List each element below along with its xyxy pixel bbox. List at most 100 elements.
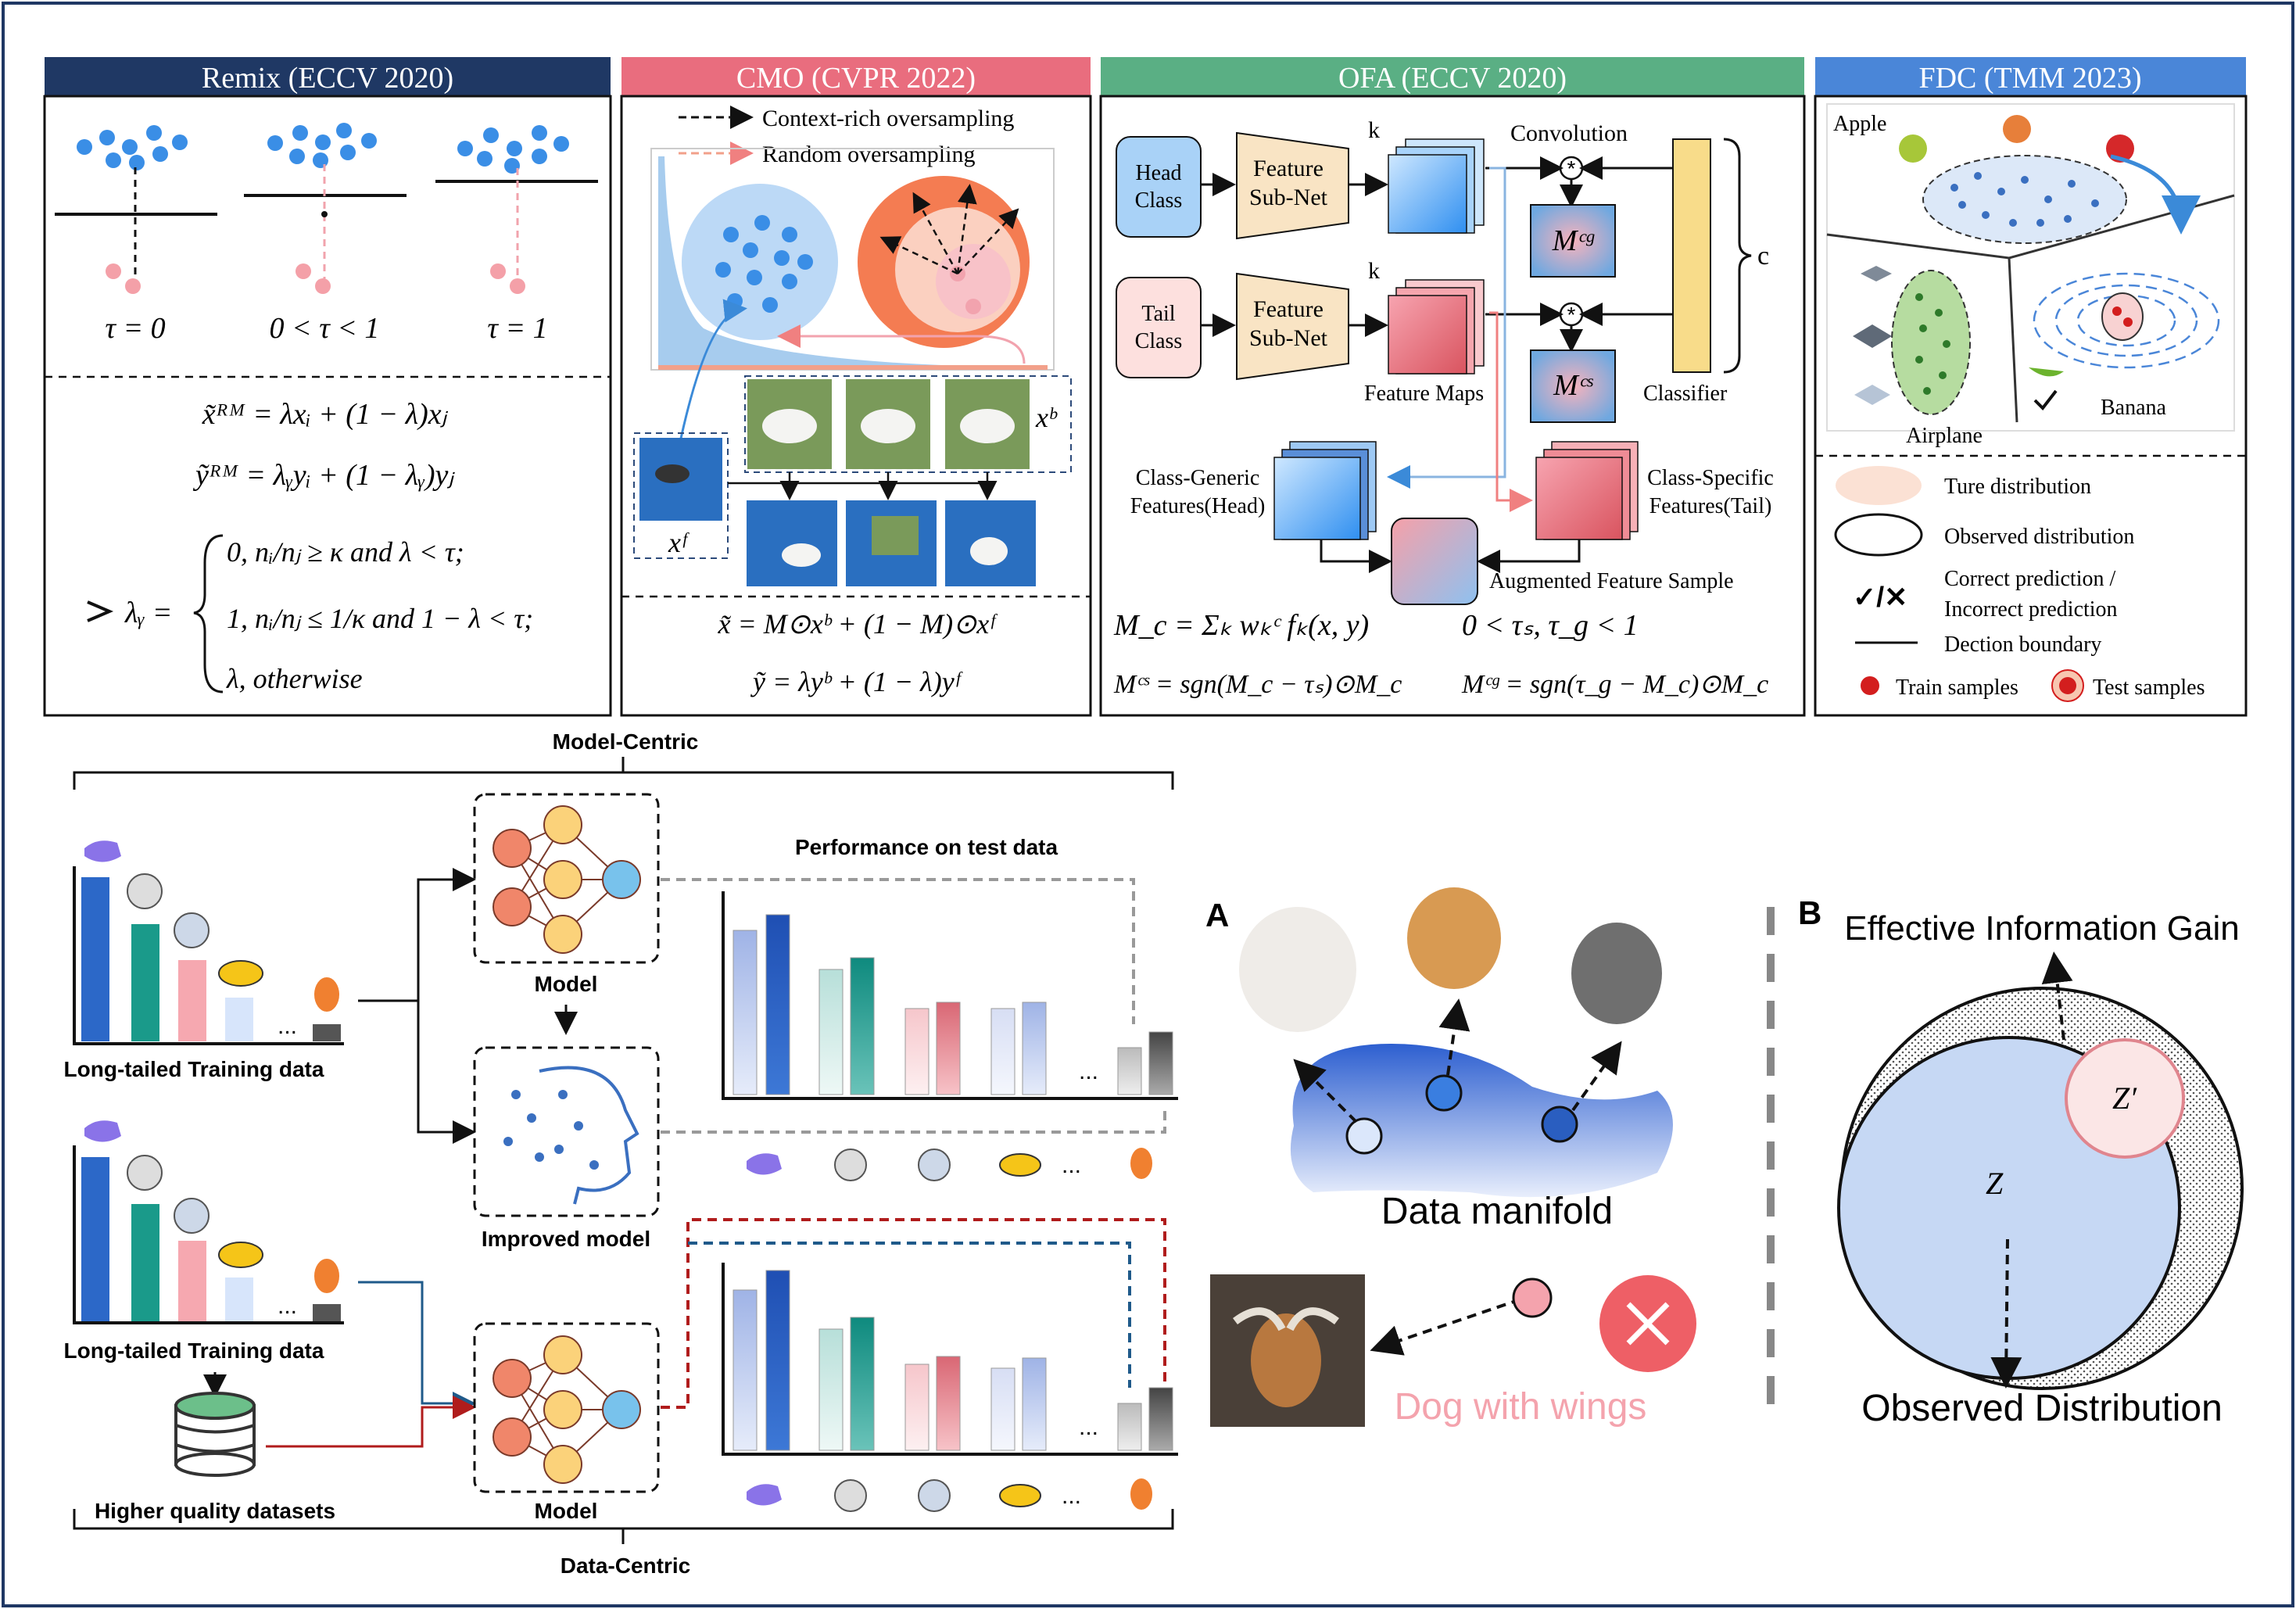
performance-bar xyxy=(904,1008,930,1095)
airplane-icon xyxy=(1854,385,1890,405)
icons-ellipsis-1: ... xyxy=(1062,1152,1081,1178)
performance-bar xyxy=(765,1270,790,1451)
class-specific-cube xyxy=(1535,441,1639,540)
performance-bar xyxy=(1148,1031,1173,1095)
samoyed-image xyxy=(1239,907,1356,1032)
banana-icon xyxy=(2029,367,2064,377)
cmo-panel: CMO (CVPR 2022) Context-rich oversamplin… xyxy=(620,57,1092,717)
performance-bar xyxy=(936,1356,961,1451)
ofa-header xyxy=(1101,57,1804,96)
ai-head-icon xyxy=(539,1066,639,1205)
cmo-title: CMO (CVPR 2022) xyxy=(736,62,976,95)
airplane-icon xyxy=(1853,324,1892,348)
legend-true-distribution: Ture distribution xyxy=(1944,475,2091,499)
bird-icon xyxy=(747,1153,782,1175)
test-sample-swatch xyxy=(2059,677,2076,694)
model-box-2 xyxy=(473,1322,660,1493)
z-label: Z xyxy=(1986,1166,2004,1201)
panel-a: A Data manifold Dog with wings xyxy=(1205,887,1696,1428)
xb-label: xᵇ xyxy=(1035,402,1058,433)
fish-icon xyxy=(218,960,263,987)
ofa-eq-mcg: Mᶜᵍ = sgn(τ_g − M_c)⊙M_c xyxy=(1461,670,1768,699)
performance-bar xyxy=(990,1008,1015,1095)
class-specific-label-1: Class-Specific xyxy=(1647,466,1774,490)
ofa-eq-tau: 0 < τₛ, τ_g < 1 xyxy=(1462,609,1639,642)
feature-subnet-head-1: Feature xyxy=(1253,156,1324,181)
performance-bar xyxy=(850,1317,875,1451)
performance-bar xyxy=(936,1002,961,1095)
longtail-distribution xyxy=(658,156,1048,367)
cat-icon xyxy=(918,1149,951,1181)
remix-eq-y: ỹᴿᴹ = λᵧyᵢ + (1 − λᵧ)yⱼ xyxy=(192,459,455,492)
cat-icon xyxy=(127,1155,163,1191)
head-feature-cube xyxy=(1388,138,1485,234)
class-generic-label-1: Class-Generic xyxy=(1136,466,1260,490)
mixed-image-row xyxy=(747,500,1036,586)
fish-icon xyxy=(999,1153,1041,1177)
tail-class-label-1: Tail xyxy=(1141,302,1175,326)
tail-class-label-2: Class xyxy=(1135,329,1183,353)
cat-icon xyxy=(127,873,163,909)
k-label-tail: k xyxy=(1368,258,1380,284)
improved-model-label: Improved model xyxy=(482,1227,650,1251)
panel-b: B Effective Information Gain Z Z′ Observ… xyxy=(1767,894,2244,1429)
model-data-centric-panel: Model-Centric Data-Centric ... Long-tail… xyxy=(64,729,1178,1578)
lambda-label: λᵧ = xyxy=(124,597,172,629)
cat-icon xyxy=(174,1198,210,1234)
parrot-icon xyxy=(1130,1148,1152,1179)
performance-bar xyxy=(1022,1357,1047,1451)
observed-distribution-swatch xyxy=(1834,513,1923,557)
panel-a-label: A xyxy=(1205,897,1229,934)
improved-model-box xyxy=(473,1046,660,1217)
legend-train-samples: Train samples xyxy=(1896,675,2018,700)
legend-incorrect-prediction: Incorrect prediction xyxy=(1944,597,2118,622)
svg-text:*: * xyxy=(1567,156,1576,181)
long-tailed-label-2: Long-tailed Training data xyxy=(64,1338,324,1363)
effective-information-gain-label: Effective Information Gain xyxy=(1844,909,2239,948)
cmo-eq-x: x̃ = M⊙xᵇ + (1 − M)⊙xᶠ xyxy=(717,608,998,640)
remix-header xyxy=(45,57,611,96)
legend-context-rich: Context-rich oversampling xyxy=(762,106,1014,131)
model-label-2: Model xyxy=(535,1499,598,1523)
legend-observed-distribution: Observed distribution xyxy=(1944,525,2134,549)
cat-icon xyxy=(834,1479,867,1512)
tail-feature-cube xyxy=(1388,279,1485,374)
model-box-1 xyxy=(473,793,660,964)
performance-bar xyxy=(850,957,875,1095)
class-specific-label-2: Features(Tail) xyxy=(1649,494,1772,518)
classifier-bar xyxy=(1672,138,1711,373)
performance-bar xyxy=(1148,1387,1173,1451)
class-generic-cube xyxy=(1273,441,1377,540)
fish-icon xyxy=(999,1484,1041,1507)
airplane-icon xyxy=(1861,266,1892,281)
train-sample-swatch xyxy=(1861,676,1879,695)
dog-images xyxy=(1210,887,1662,1427)
xf-label: xᶠ xyxy=(668,527,690,558)
legend-random: Random oversampling xyxy=(762,142,975,167)
remix-panel: Remix (ECCV 2020) τ = 0 0 < τ < 1 τ = 1 xyxy=(43,57,612,717)
c-label: c xyxy=(1757,242,1769,271)
remix-case-1: 0, nᵢ/nⱼ ≥ κ and λ < τ; xyxy=(227,536,464,568)
database-icon xyxy=(174,1392,256,1477)
remix-points-1 xyxy=(77,125,188,170)
remix-case-3: λ, otherwise xyxy=(226,663,363,694)
class-icons-row-1: ... xyxy=(747,1148,1152,1181)
fdc-panel: FDC (TMM 2023) Apple Airplane Banana xyxy=(1814,57,2248,717)
legend-decision-boundary: Dection boundary xyxy=(1944,632,2101,657)
ofa-eq-mcs: Mᶜˢ = sgn(M_c − τₛ)⊙M_c xyxy=(1113,670,1402,699)
svg-text:*: * xyxy=(1567,303,1576,327)
icons-ellipsis-2: ... xyxy=(1062,1483,1081,1509)
perf-ellipsis-2: ... xyxy=(1079,1414,1098,1440)
tau-label-3: τ = 1 xyxy=(487,312,547,345)
training-data-chart-1: ... xyxy=(73,840,344,1045)
z-prime-circle xyxy=(2065,1038,2185,1159)
banana-label: Banana xyxy=(2101,396,2167,420)
ofa-eq-mc: M_c = Σₖ wₖᶜ fₖ(x, y) xyxy=(1113,609,1369,642)
performance-bar xyxy=(765,914,790,1095)
check-cross-icon: ✓/✕ xyxy=(1853,581,1907,613)
feature-maps-label: Feature Maps xyxy=(1364,382,1484,406)
chart-ellipsis: ... xyxy=(278,1013,297,1039)
